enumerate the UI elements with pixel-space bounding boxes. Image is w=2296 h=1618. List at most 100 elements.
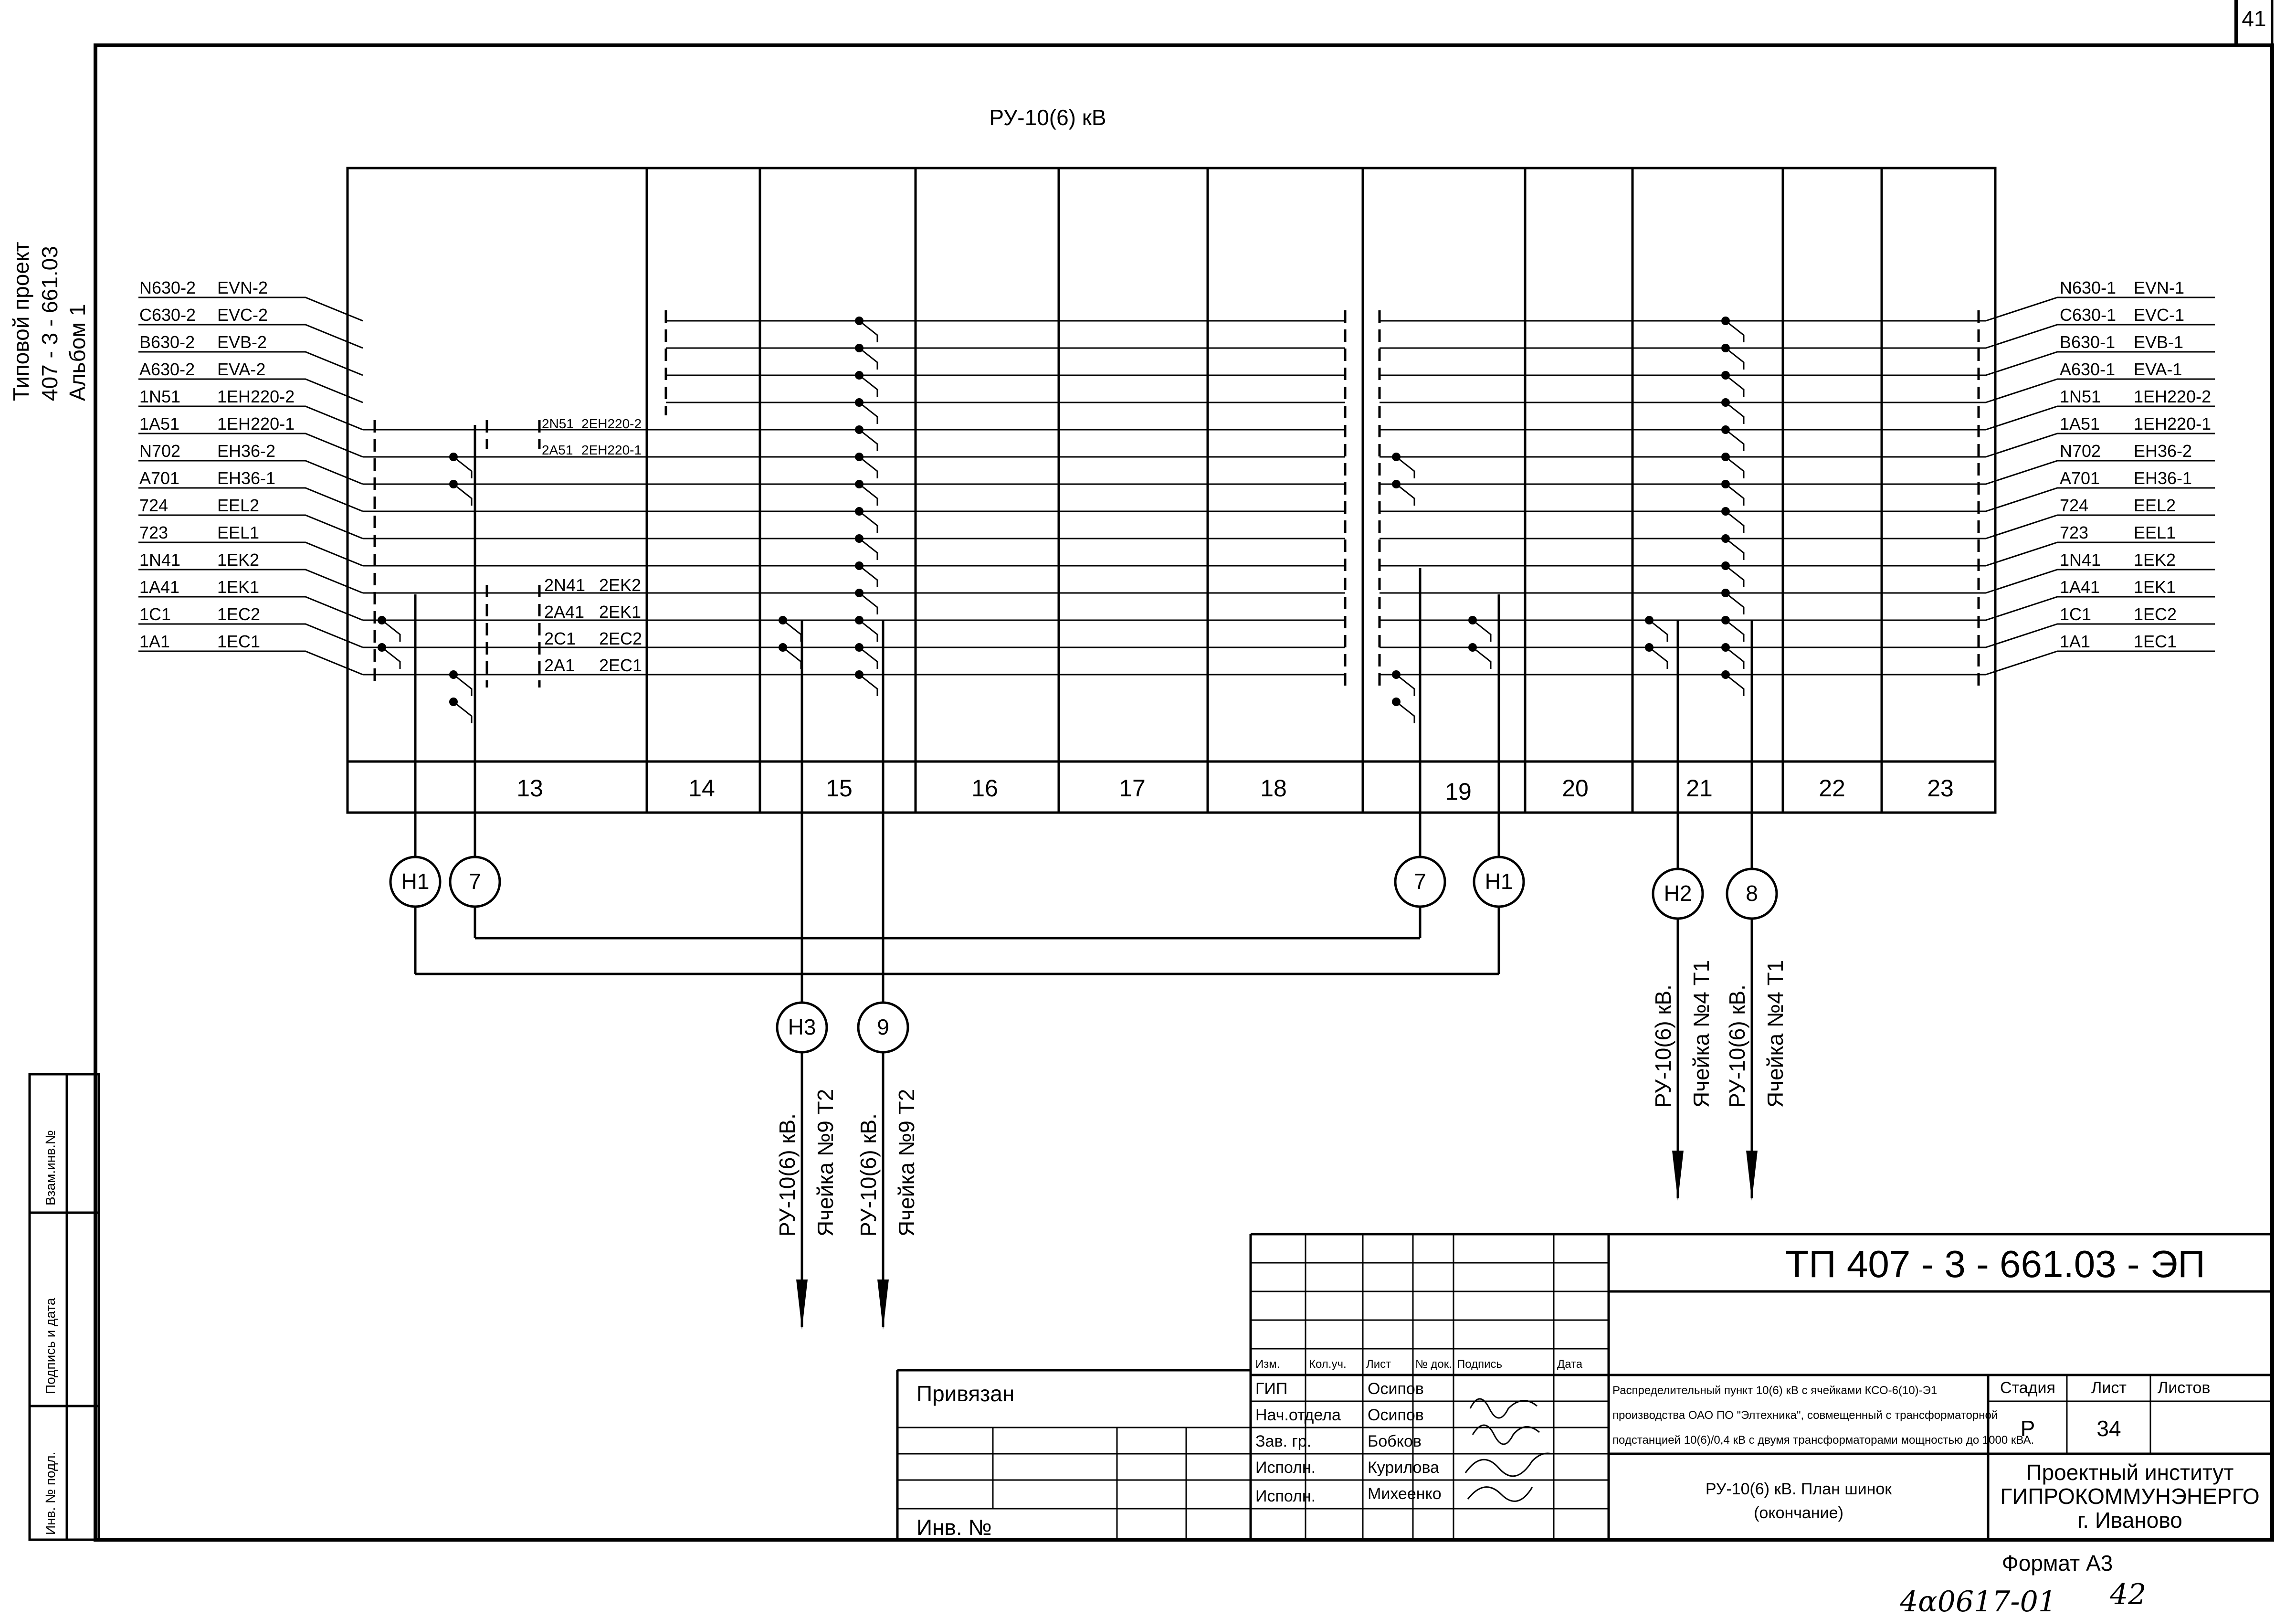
left-bus-lead: [138, 324, 363, 349]
left-bus-lead: [138, 623, 363, 648]
mid-label: 2EC2: [599, 629, 642, 648]
left-bus-label: 1EH220-2: [217, 387, 295, 406]
svg-text:7: 7: [1414, 869, 1426, 894]
lists-label: Листов: [2158, 1379, 2210, 1397]
cell-numbers: 13 14 15 16 17 18 19 20 21 22 23: [516, 775, 1954, 805]
left-bus-lead: [138, 460, 363, 485]
cell-number: 22: [1819, 775, 1845, 802]
switch-blade: [1725, 646, 1745, 669]
right-bus-label: EVN-1: [2134, 278, 2184, 297]
svg-text:9: 9: [877, 1015, 889, 1039]
marker-7-left: 7: [449, 856, 501, 908]
left-bus-code: A701: [139, 468, 179, 488]
bus-switch-taps: [378, 317, 1745, 723]
cable-markers: Н1 7 7 Н1 Н2 8 Н3 9: [389, 856, 1778, 1054]
right-bus-label: 1EC1: [2134, 632, 2177, 651]
name-cell: Михеенко: [1368, 1485, 1442, 1503]
switch-blade: [1725, 429, 1745, 451]
side-podpis: Подпись и дата: [43, 1298, 58, 1394]
sheet-value: 34: [2096, 1416, 2121, 1441]
mid-code: 2A1: [544, 656, 575, 675]
left-bus-label: EH36-2: [217, 441, 275, 461]
mid-code: 2N41: [544, 575, 585, 595]
cell-number: 13: [516, 775, 543, 802]
marker-9: 9: [857, 1001, 909, 1054]
feeder-label: РУ-10(6) кВ.: [856, 1113, 881, 1237]
svg-text:Н1: Н1: [401, 869, 430, 894]
mid-upper-labels: 2N51 2EH220-2 2A51 2EH220-1: [542, 416, 642, 457]
switch-blade: [453, 701, 473, 723]
header-cell: № док.: [1415, 1358, 1452, 1371]
feeder-label: Ячейка №9 Т2: [813, 1089, 838, 1237]
switch-blade: [859, 483, 878, 506]
switch-blade: [859, 510, 878, 533]
switch-blade: [859, 429, 878, 451]
left-bus-code: A630-2: [139, 360, 195, 379]
mid-code: 2A51: [542, 443, 573, 457]
right-bus-lead: [1985, 296, 2215, 322]
right-bus-lead: [1985, 487, 2215, 512]
org-line: Проектный институт: [2026, 1460, 2234, 1485]
left-bus-lead: [138, 541, 363, 567]
switch-blade: [1725, 510, 1745, 533]
switch-blade: [859, 347, 878, 370]
right-bus-label: 1EC2: [2134, 604, 2177, 624]
switch-blade: [1472, 646, 1492, 669]
sheet-number: 41: [2242, 6, 2266, 31]
right-bus-code: A630-1: [2060, 360, 2115, 379]
feeder-label: РУ-10(6) кВ.: [775, 1113, 800, 1237]
cell-number: 15: [826, 775, 853, 802]
right-bus-code: 723: [2060, 523, 2088, 542]
cell-number: 23: [1927, 775, 1954, 802]
role-cell: Зав. гр.: [1255, 1432, 1311, 1450]
switch-blade: [859, 592, 878, 614]
left-bus-label: 1EH220-1: [217, 414, 295, 434]
switch-blade: [1396, 483, 1415, 506]
mid-label: 2EC1: [599, 656, 642, 675]
right-bus-lead: [1985, 460, 2215, 485]
right-bus-lead: [1985, 351, 2215, 376]
switchgear-title: РУ-10(6) кВ: [989, 105, 1106, 130]
switch-blade: [859, 619, 878, 642]
stage-label: Стадия: [2000, 1379, 2055, 1397]
marker-7-right: 7: [1394, 856, 1446, 908]
switch-blade: [453, 483, 473, 506]
switch-blade: [859, 456, 878, 478]
cell-number: 21: [1686, 775, 1713, 802]
left-bus-code: 1A1: [139, 632, 170, 651]
switch-blade: [859, 320, 878, 342]
left-bus-code: 1C1: [139, 604, 171, 624]
mid-code: 2C1: [544, 629, 576, 648]
left-bus-label: 1EK1: [217, 577, 259, 597]
name-cell: Осипов: [1368, 1380, 1424, 1398]
left-bus-code: 1N51: [139, 387, 180, 406]
switch-blade: [1725, 483, 1745, 506]
right-bus-code: N630-1: [2060, 278, 2116, 297]
sheet-title-line: (окончание): [1754, 1504, 1843, 1522]
right-bus-label: EVB-1: [2134, 332, 2183, 352]
role-cell: ГИП: [1255, 1380, 1287, 1398]
right-bus-lead: [1985, 569, 2215, 594]
feeder-label: Ячейка №4 Т1: [1689, 960, 1714, 1108]
side-inv: Инв. № подл.: [43, 1452, 58, 1535]
header-cell: Дата: [1557, 1358, 1583, 1371]
handwritten-page-number: 42: [2109, 1578, 2146, 1611]
right-bus-label: 1EH220-1: [2134, 414, 2211, 434]
switch-blade: [1725, 456, 1745, 478]
format-label: Формат А3: [2002, 1551, 2113, 1576]
right-bus-label: EVA-1: [2134, 360, 2182, 379]
marker-h1-right: Н1: [1473, 856, 1525, 908]
side-stamp: Типовой проект 407 - 3 - 661.03 Альбом 1…: [9, 242, 100, 1541]
left-bus-lead: [138, 596, 363, 621]
name-cell: Осипов: [1368, 1406, 1424, 1424]
right-bus-code: 1A41: [2060, 577, 2100, 597]
left-bus-label: EH36-1: [217, 468, 275, 488]
right-bus-lead: [1985, 541, 2215, 567]
left-bus-label: 1EK2: [217, 550, 259, 570]
left-bus-code: 1N41: [139, 550, 180, 570]
switch-blade: [859, 565, 878, 587]
right-bus-label: 1EK1: [2134, 577, 2176, 597]
right-bus-label: EH36-1: [2134, 468, 2192, 488]
left-bus-lead: [138, 514, 363, 539]
